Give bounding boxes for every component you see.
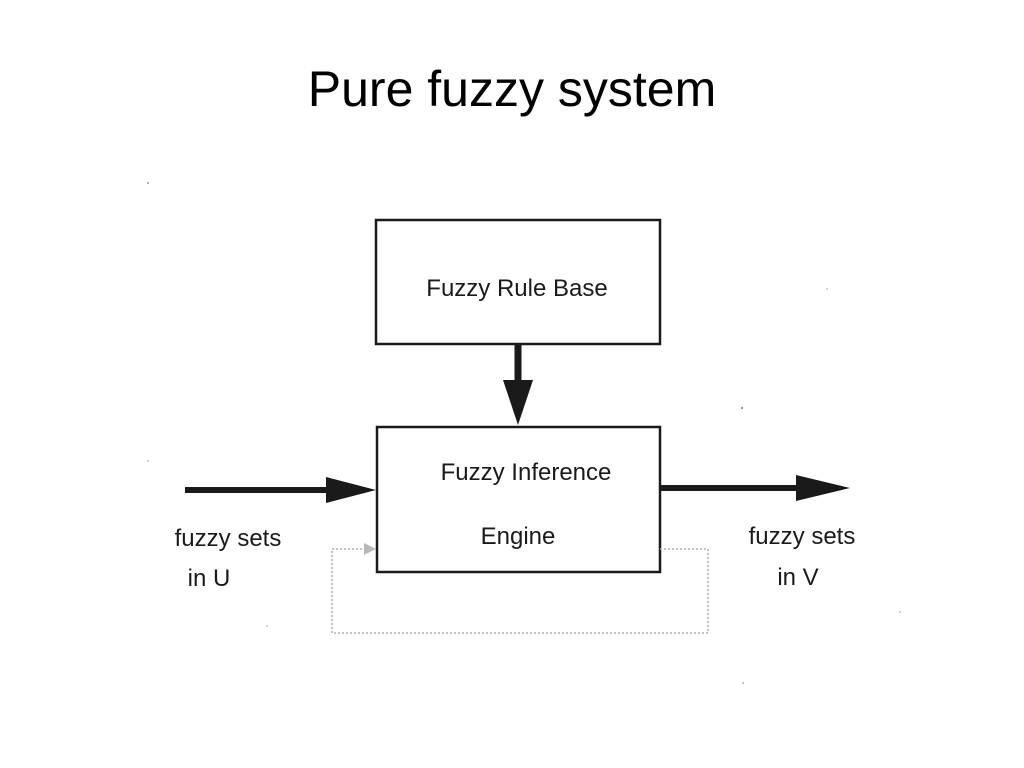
inference-engine-block: Fuzzy Inference Engine [375,425,662,574]
rule-base-label: Fuzzy Rule Base [426,275,607,302]
inference-engine-label-line1: Fuzzy Inference [441,459,612,486]
output-arrow [660,475,850,501]
scan-speckles [147,182,901,684]
feedback-loop [331,543,709,634]
input-label-line2: in U [188,565,231,592]
feedback-loop-arrowhead [364,543,376,555]
rule-base-to-engine-arrow [503,344,533,425]
input-label-line1: fuzzy sets [175,525,282,552]
inference-engine-label-line2: Engine [481,523,556,550]
slide-title: Pure fuzzy system [307,61,717,117]
rule-base-block: Fuzzy Rule Base [374,218,662,346]
inference-engine-box [375,425,662,574]
output-label-line2: in V [777,564,818,591]
output-label-line1: fuzzy sets [749,523,856,550]
input-arrow [185,477,376,503]
rule-base-box [374,218,662,346]
